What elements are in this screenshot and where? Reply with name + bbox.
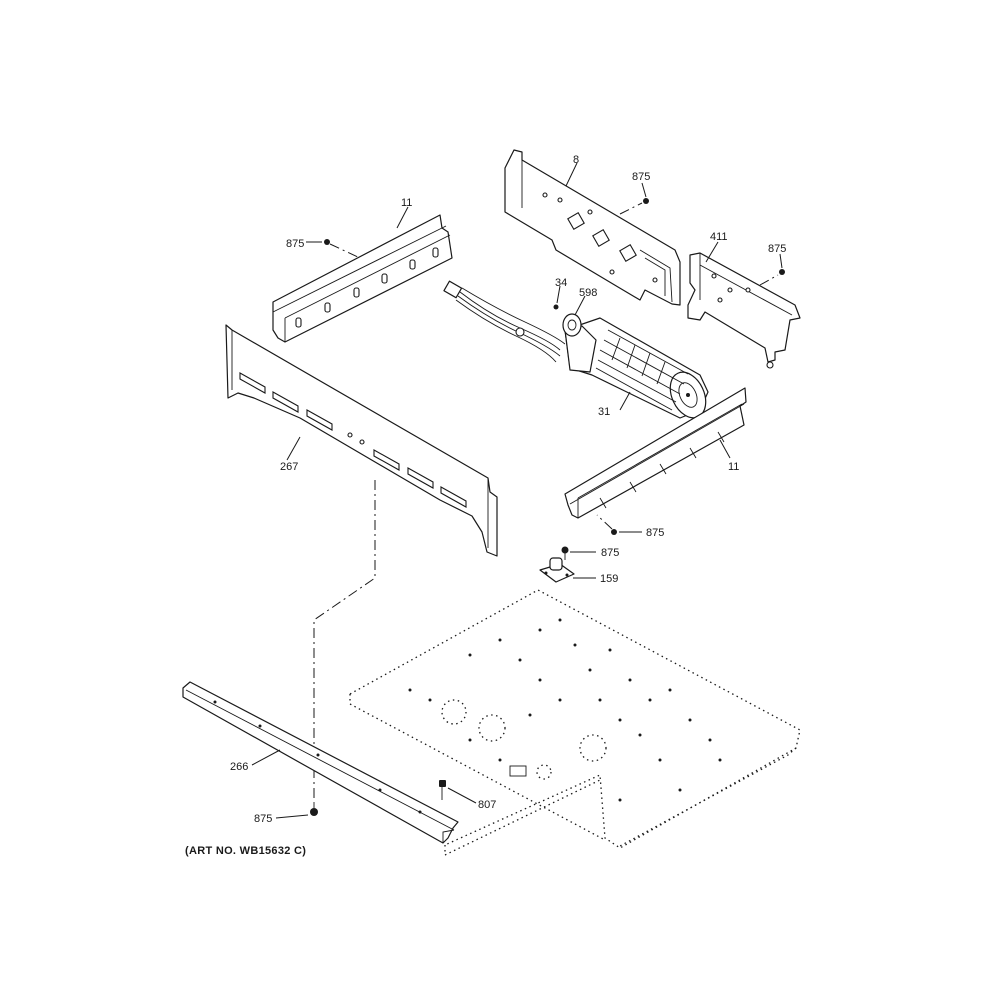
callout-267: 267 xyxy=(280,461,298,473)
callout-266: 266 xyxy=(230,761,248,773)
screw-875-left[interactable] xyxy=(324,239,330,245)
alignment-line xyxy=(313,480,376,800)
callout-159: 159 xyxy=(600,573,618,585)
rear-cover-panel-8[interactable] xyxy=(504,149,681,306)
callout-875-bottom: 875 xyxy=(254,813,272,825)
vent-panel-267[interactable] xyxy=(225,324,498,557)
callout-598: 598 xyxy=(579,287,597,299)
callout-11-right: 11 xyxy=(728,461,739,473)
callout-11-left: 11 xyxy=(401,197,412,209)
callout-8: 8 xyxy=(573,154,579,166)
screw-807[interactable] xyxy=(439,780,446,800)
front-rail-266[interactable] xyxy=(182,681,459,844)
screw-875-right[interactable] xyxy=(779,269,785,275)
convection-fan-motor-31[interactable] xyxy=(564,317,713,424)
callout-34: 34 xyxy=(555,277,567,289)
screw-875-mid[interactable] xyxy=(611,529,617,535)
gasket-598[interactable] xyxy=(562,313,582,337)
bottom-panel-holes xyxy=(408,618,722,802)
oven-bottom-panel[interactable] xyxy=(349,589,801,857)
channel-bracket-11-left[interactable] xyxy=(272,214,453,343)
screw-875-bottom[interactable] xyxy=(310,802,318,816)
screw-875-thermostat[interactable] xyxy=(561,546,569,561)
wire-harness[interactable] xyxy=(443,280,566,363)
callout-31: 31 xyxy=(598,406,610,418)
callout-875-right: 875 xyxy=(768,243,786,255)
thermostat-159[interactable] xyxy=(539,557,575,583)
callout-875-left: 875 xyxy=(286,238,304,250)
callout-875-thermostat: 875 xyxy=(601,547,619,559)
screw-875-top[interactable] xyxy=(643,198,649,204)
callout-411: 411 xyxy=(710,231,728,243)
part-34[interactable] xyxy=(553,304,559,310)
art-number-label: (ART NO. WB15632 C) xyxy=(185,845,307,857)
channel-bracket-11-right[interactable] xyxy=(564,387,747,519)
bracket-411[interactable] xyxy=(687,252,801,369)
callout-875-mid: 875 xyxy=(646,527,664,539)
callout-875-top: 875 xyxy=(632,171,650,183)
vent-slots xyxy=(239,372,467,508)
callout-807: 807 xyxy=(478,799,496,811)
